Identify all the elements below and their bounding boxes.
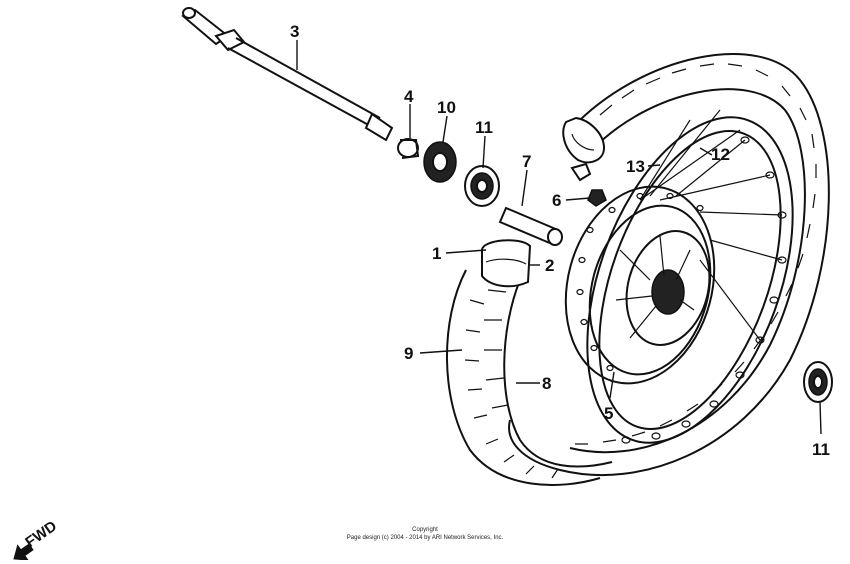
spoke-nipple [587,189,607,207]
label-11b: 11 [812,440,830,459]
label-7: 7 [522,152,531,171]
axle [181,7,394,142]
label-2: 2 [545,256,554,275]
label-6: 6 [552,191,561,210]
label-9: 9 [404,344,413,363]
bearing-11-lower [803,361,833,403]
tire-section-front [446,239,613,486]
label-8: 8 [542,374,551,393]
distance-collar [498,206,563,246]
rim [586,116,794,444]
fwd-indicator: FWD [13,518,60,560]
label-4: 4 [404,87,414,106]
label-3: 3 [290,22,299,41]
copyright-title: Copyright [412,527,438,533]
label-12: 12 [711,145,730,164]
label-5: 5 [604,404,613,423]
part-labels: 3 4 10 11 7 6 1 2 9 8 5 11 13 12 [290,22,830,459]
spokes [639,109,783,341]
bearing-10 [423,141,457,183]
copyright-text: Page design (c) 2004 - 2014 by ARI Netwo… [346,535,504,541]
label-11a: 11 [475,118,493,137]
collar [397,138,420,159]
tire [508,53,830,477]
leader-lines [296,40,822,435]
label-13: 13 [626,157,645,176]
fwd-arrow-icon [13,543,34,560]
label-1: 1 [432,244,441,263]
bearing-11-upper [464,165,500,207]
hub [564,185,716,385]
label-10: 10 [437,98,456,117]
